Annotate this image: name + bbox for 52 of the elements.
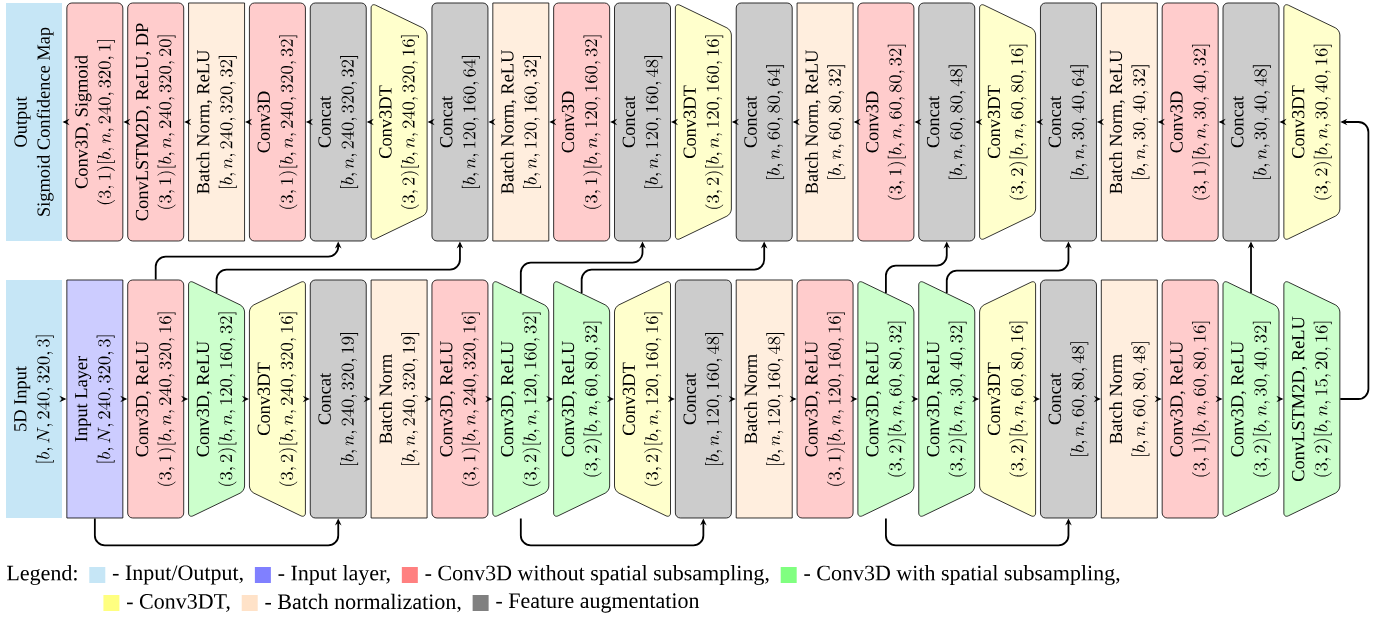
trapezoid-block: Conv3DT $(3, 2)[b, n, 240, 320, 16]$	[370, 4, 428, 240]
layer-box: Conv3D $(3, 1)[b, n, 60, 80, 32]$	[857, 2, 915, 242]
layer-box: Conv3D, Sigmoid $(3, 1)[b, n, 240, 320, 1]$	[66, 2, 124, 242]
layer-box: Batch Norm, ReLU $[b, n, 240, 320, 32]$	[188, 2, 245, 242]
layer-box: Conv3D, ReLU $(3, 1)[b, n, 240, 320, 16]$	[127, 279, 185, 519]
layer-box: Concat $[b, n, 120, 160, 64]$	[431, 2, 489, 242]
layer-box: Batch Norm, ReLU $[b, n, 30, 40, 32]$	[1100, 2, 1158, 242]
layer-box: Conv3D, ReLU $(3, 1)[b, n, 60, 80, 16]$	[1161, 279, 1219, 519]
layer-box: Concat $[b, n, 30, 40, 64]$	[1040, 2, 1097, 242]
trapezoid-block: Conv3D, ReLU $(3, 2)[b, n, 120, 160, 32]$	[492, 281, 550, 517]
trapezoid-block: Conv3DT $(3, 2)[b, n, 60, 80, 16]$	[979, 4, 1036, 240]
trapezoid-block: ConvLSTM2D, ReLU $(3, 2)[b, n, 15, 20, 16]$	[1283, 281, 1341, 517]
trapezoid-block: Conv3DT $(3, 2)[b, n, 120, 160, 16]$	[674, 4, 732, 240]
layer-box: Concat $[b, n, 120, 160, 48]$	[614, 2, 671, 242]
layer-box: Batch Norm $[b, n, 120, 160, 48]$	[735, 279, 793, 519]
layer-box: Concat $[b, n, 60, 80, 64]$	[735, 2, 793, 242]
trapezoid-block: Conv3DT $(3, 2)[b, n, 120, 160, 16]$	[614, 281, 671, 517]
legend-label: - Conv3D without spatial subsampling,	[425, 565, 769, 585]
layer-box: Input Layer $[b, N, 240, 320, 3]$	[66, 279, 124, 519]
trapezoid-block: Conv3DT $(3, 2)[b, n, 240, 320, 16]$	[249, 281, 306, 517]
layer-box: Batch Norm, ReLU $[b, n, 60, 80, 32]$	[796, 2, 854, 242]
legend-label: - Conv3D with spatial subsampling,	[804, 565, 1120, 585]
io-box: Output Sigmoid Confidence Map	[6, 3, 62, 241]
trapezoid-block: Conv3D, ReLU $(3, 2)[b, n, 30, 40, 32]$	[1222, 281, 1280, 517]
layer-box: Conv3D, ReLU $(3, 1)[b, n, 120, 160, 16]$	[796, 279, 854, 519]
layer-box: Conv3D, ReLU $(3, 1)[b, n, 240, 320, 16]$	[431, 279, 489, 519]
legend-label: - Input/Output,	[112, 565, 243, 585]
layer-box: Concat $[b, n, 60, 80, 48]$	[918, 2, 976, 242]
layer-box: Conv3D $(3, 1)[b, n, 30, 40, 32]$	[1161, 2, 1219, 242]
layer-box: Batch Norm $[b, n, 240, 320, 19]$	[370, 279, 428, 519]
layer-box: Batch Norm, ReLU $[b, n, 120, 160, 32]$	[492, 2, 550, 242]
legend-title: Legend:	[7, 565, 77, 585]
legend-label: - Feature augmentation	[496, 593, 700, 613]
trapezoid-block: Conv3D, ReLU $(3, 2)[b, n, 60, 80, 32]$	[553, 281, 611, 517]
layer-box: Concat $[b, n, 120, 160, 48]$	[674, 279, 732, 519]
layer-box: Concat $[b, n, 60, 80, 48]$	[1040, 279, 1097, 519]
layer-box: Concat $[b, n, 240, 320, 32]$	[309, 2, 367, 242]
layer-box: Batch Norm $[b, n, 60, 80, 48]$	[1100, 279, 1158, 519]
layer-box: Conv3D $(3, 1)[b, n, 120, 160, 32]$	[553, 2, 611, 242]
trapezoid-block: Conv3D, ReLU $(3, 2)[b, n, 60, 80, 32]$	[857, 281, 915, 517]
layer-box: Concat $[b, n, 30, 40, 48]$	[1222, 2, 1280, 242]
trapezoid-block: Conv3D, ReLU $(3, 2)[b, n, 120, 160, 32]$	[188, 281, 245, 517]
io-box: 5D Input $[b, N, 240, 320, 3]$	[6, 280, 62, 518]
layer-box: ConvLSTM2D, ReLU, DP $(3, 1)[b, n, 240, 320, 20]$	[127, 2, 185, 242]
trapezoid-block: Conv3DT $(3, 2)[b, n, 60, 80, 16]$	[979, 281, 1036, 517]
layer-box: Conv3D $(3, 1)[b, n, 240, 320, 32]$	[249, 2, 306, 242]
trapezoid-block: Conv3D, ReLU $(3, 2)[b, n, 30, 40, 32]$	[918, 281, 976, 517]
trapezoid-block: Conv3DT $(3, 2)[b, n, 30, 40, 16]$	[1283, 4, 1341, 240]
legend-label: - Input layer,	[278, 565, 390, 585]
legend-label: - Batch normalization,	[265, 593, 461, 613]
legend-label: - Conv3DT,	[127, 594, 230, 612]
layer-box: Concat $[b, n, 240, 320, 19]$	[309, 279, 367, 519]
